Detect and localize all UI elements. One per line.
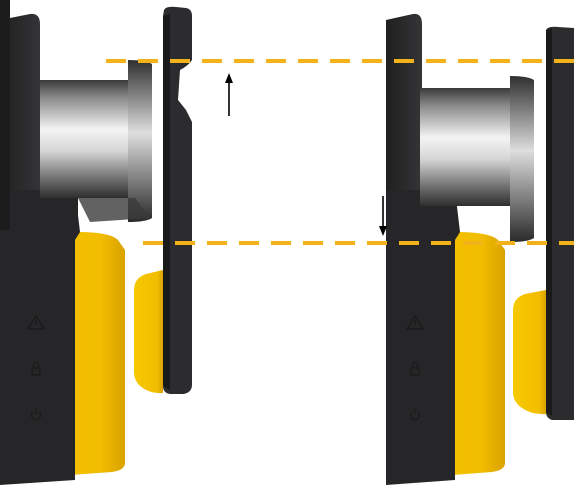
right-power-icon (409, 408, 421, 421)
left-shaft-shadow (78, 198, 150, 222)
right-device (386, 13, 574, 485)
left-flange-edge (163, 14, 170, 390)
left-device-front-face (0, 190, 80, 485)
left-yellow-module (134, 270, 163, 394)
left-shaft-collar (128, 60, 152, 222)
left-device-upper-block (0, 0, 10, 230)
left-device-body (0, 13, 78, 235)
down-arrow-icon (379, 196, 387, 236)
right-device-front-face (386, 190, 460, 485)
right-flange-edge (546, 28, 552, 416)
left-lock-icon (31, 361, 41, 376)
left-warning-triangle-icon (26, 314, 46, 330)
right-warning-triangle-icon (405, 314, 425, 330)
right-yellow-module (513, 290, 546, 415)
up-arrow-icon (225, 73, 233, 116)
left-shaft (40, 80, 135, 198)
right-shaft (420, 88, 520, 206)
left-power-icon (30, 408, 42, 421)
right-flange-plate (546, 26, 574, 421)
right-lock-icon (410, 361, 420, 376)
left-flange-plate (163, 6, 192, 395)
left-device (0, 0, 192, 485)
right-shaft-collar (510, 76, 534, 242)
